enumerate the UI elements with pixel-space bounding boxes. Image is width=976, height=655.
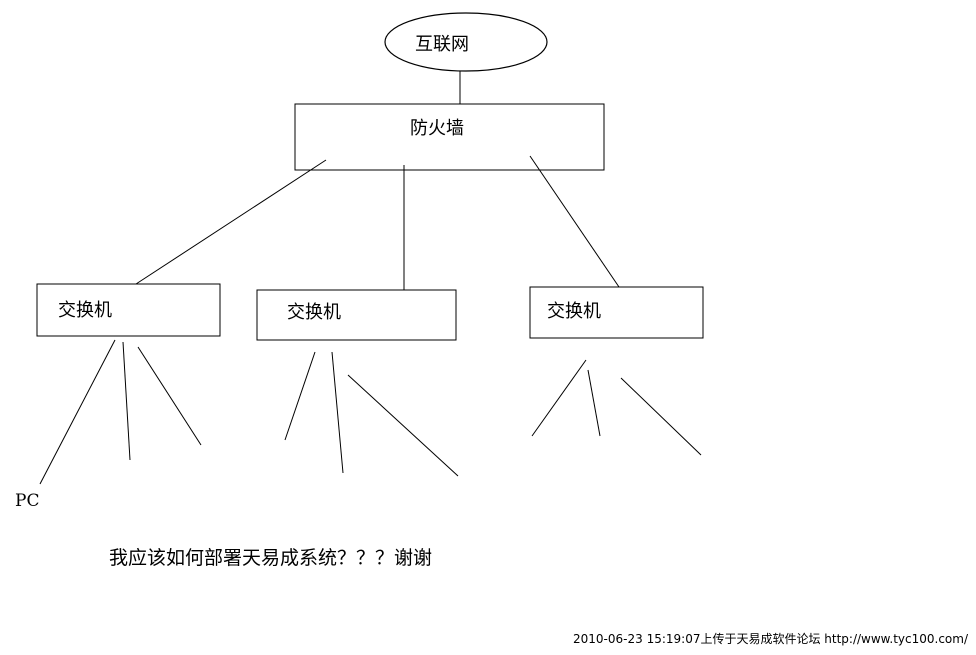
switch-box-2 bbox=[256, 289, 457, 341]
pc-label: PC bbox=[15, 491, 39, 511]
switch2-client-lines bbox=[284, 351, 459, 477]
upload-note: 2010-06-23 15:19:07上传于天易成软件论坛 http://www… bbox=[573, 631, 969, 646]
firewall-label: 防火墙 bbox=[410, 118, 464, 139]
client-line bbox=[347, 374, 459, 477]
client-line bbox=[39, 339, 116, 485]
question-text: 我应该如何部署天易成系统？？？谢谢 bbox=[109, 547, 432, 569]
firewall-node: 防火墙 bbox=[294, 103, 605, 171]
internet-ellipse bbox=[384, 12, 548, 72]
firewall-box bbox=[294, 103, 605, 171]
firewall-switch3-connector bbox=[529, 155, 620, 288]
switch-node-2: 交换机 bbox=[256, 289, 457, 341]
client-line bbox=[531, 359, 587, 437]
switch3-client-lines bbox=[531, 359, 702, 456]
internet-label: 互联网 bbox=[415, 34, 469, 55]
client-line bbox=[122, 341, 131, 461]
switch-label-3: 交换机 bbox=[547, 301, 601, 322]
client-line bbox=[284, 351, 316, 441]
switch-node-3: 交换机 bbox=[529, 286, 704, 339]
switch1-client-lines bbox=[39, 339, 202, 485]
client-line bbox=[587, 369, 601, 437]
switch-label-1: 交换机 bbox=[58, 300, 112, 321]
switch-label-2: 交换机 bbox=[287, 302, 341, 323]
internet-node: 互联网 bbox=[384, 12, 548, 72]
switch-box-3 bbox=[529, 286, 704, 339]
firewall-switch1-connector bbox=[135, 159, 327, 285]
client-line bbox=[620, 377, 702, 456]
client-line bbox=[331, 351, 344, 474]
switch-box-1 bbox=[36, 283, 221, 337]
switch-node-1: 交换机 bbox=[36, 283, 221, 337]
client-line bbox=[137, 346, 202, 446]
